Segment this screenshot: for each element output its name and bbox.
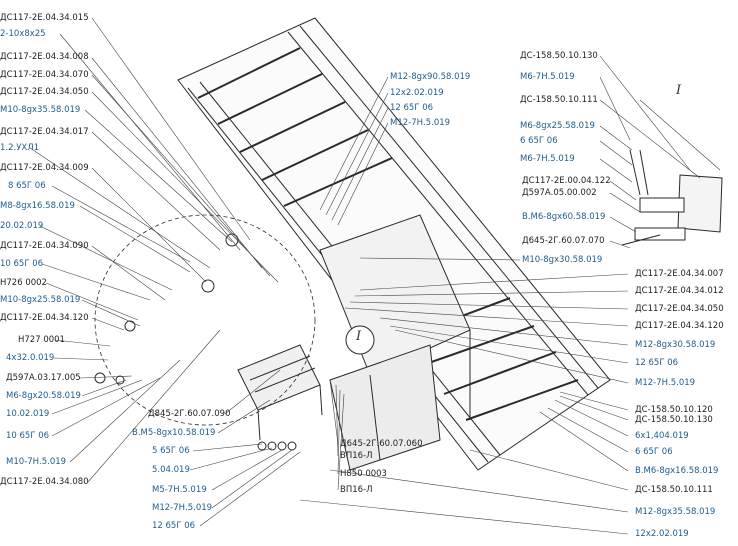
part-label: M8-8gх16.58.019 [0,201,75,211]
part-label: ДС117-2Е.04.34.008 [0,52,89,62]
part-label: Н850 0003 [340,469,387,479]
detail-outline-left [94,214,316,426]
part-label: M10-8gх35.58.019 [0,105,81,115]
part-label: 4х32.0.019 [6,353,55,363]
part-label: 12 65Г 06 [635,358,679,368]
part-label: M6-7Н.5.019 [520,72,575,82]
part-label: Д597А.05.00.002 [522,188,597,198]
part-label: В.M6-8gх16.58.019 [635,466,719,476]
part-label: ДС117-2Е.04.34.090 [0,241,89,251]
part-label: M10-7Н.5.019 [6,457,67,467]
part-label: 6 65Г 06 [520,136,558,146]
part-label: Д845-2Г.60.07.090 [148,409,231,419]
part-label: 8 65Г 06 [8,181,46,191]
part-label: 1.2.УХЛ1 [0,143,40,153]
part-label: 10 65Г 06 [6,431,50,441]
part-label: Д645-2Г.60.07.070 [522,236,605,246]
part-label: M12-8gх35.58.019 [635,507,716,517]
leader-lines [29,17,721,535]
part-label: 20.02.019 [0,221,44,231]
part-label: Н726 0002 [0,278,47,288]
part-label: 12х2.02.019 [390,88,444,98]
part-label: M5-7Н.5.019 [152,485,207,495]
part-label: 10 65Г 06 [0,259,44,269]
part-label: ВП16-Л [340,451,373,461]
part-label: M10-8gх30.58.019 [522,255,603,265]
part-label: M12-8gх90.58.019 [390,72,471,82]
part-label: 12х2.02.019 [635,529,689,539]
part-label: ДС117-2Е.04.34.012 [635,286,724,296]
detail-view-marker: I [676,83,682,98]
part-label: ДС117-2Е.04.34.120 [635,321,724,331]
part-label: M6-7Н.5.019 [520,154,575,164]
part-label: ДС-158.50.10.120 [635,405,713,415]
part-label: ДС117-2Е.04.34.070 [0,70,89,80]
part-label: 10.02.019 [6,409,50,419]
part-label: ДС-158.50.10.111 [520,95,598,105]
part-label: Д597А.03.17.005 [6,373,81,383]
part-label: M6-8gх25.58.019 [520,121,595,131]
part-label: M6-8gх20.58.019 [6,391,81,401]
callout-circle [345,325,375,355]
part-label: ДС117-2Е.04.34.015 [0,13,89,23]
part-label: ДС117-2Е.04.34.120 [0,313,89,323]
part-label: M12-7Н.5.019 [390,118,451,128]
part-label: M10-8gх25.58.019 [0,295,81,305]
part-label: В.M5-8gх10.58.019 [132,428,216,438]
part-label: M12-7Н.5.019 [152,503,213,513]
part-label: ДС117-2Е.04.34.050 [635,304,724,314]
part-label: 5.04.019 [152,465,190,475]
part-label: ДС117-2Е.00.04.122 [522,176,611,186]
part-label: ДС-158.50.10.130 [635,415,713,425]
part-label: 2-10х8х25 [0,29,46,39]
part-label: ДС117-2Е.04.34.050 [0,87,89,97]
part-label: ДС117-2Е.04.34.017 [0,127,89,137]
part-label: M12-8gх30.58.019 [635,340,716,350]
part-label: ДС117-2Е.04.34.009 [0,163,89,173]
part-label: M12-7Н.5.019 [635,378,696,388]
part-label: 6 65Г 06 [635,447,673,457]
part-label: ДС-158.50.10.130 [520,51,598,61]
lower-platform [237,344,323,441]
part-label: ДС117-2Е.04.34.080 [0,477,89,487]
bracket-detail-I [621,149,723,246]
part-label: ВП16-Л [340,485,373,495]
part-label: ДС-158.50.10.111 [635,485,713,495]
callout-marker: I [356,329,362,344]
part-label: 12 65Г 06 [152,521,196,531]
part-label: 6х1,404.019 [635,431,689,441]
part-label: ДС117-2Е.04.34.007 [635,269,724,279]
part-label: 12 65Г 06 [390,103,434,113]
part-label: Н727 0001 [18,335,65,345]
part-label: 5 65Г 06 [152,446,190,456]
part-label: Д645-2Г.60.07.060 [340,439,423,449]
part-label: В.M6-8gх60.58.019 [522,212,606,222]
